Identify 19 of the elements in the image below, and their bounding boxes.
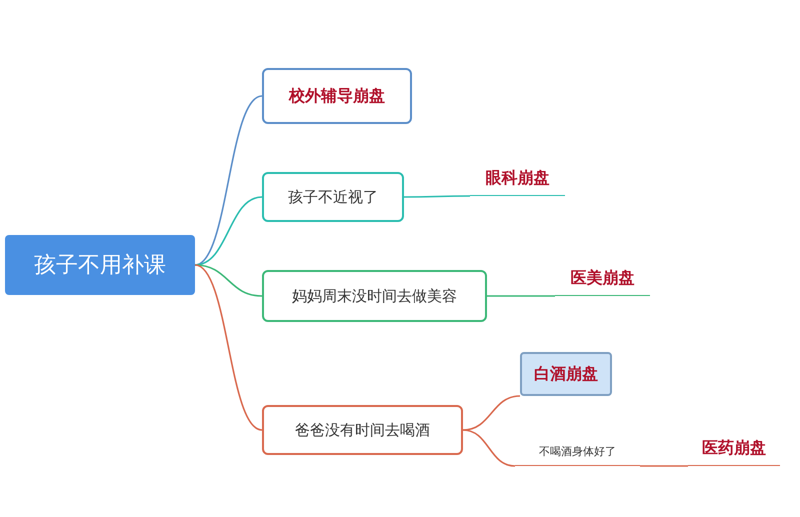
connector-line <box>462 429 516 467</box>
topic-box: 校外辅导崩盘 <box>262 68 412 124</box>
connector-line <box>194 196 262 266</box>
subtopic-text: 医药崩盘 <box>688 432 780 466</box>
subtopic-text: 眼科崩盘 <box>470 162 565 196</box>
connector-line <box>404 195 470 198</box>
topic-box: 爸爸没有时间去喝酒 <box>262 405 463 455</box>
subtopic-text: 不喝酒身体好了 <box>515 434 640 466</box>
connector-line <box>462 395 520 431</box>
connector-line <box>194 264 262 431</box>
subtopic-box: 白酒崩盘 <box>520 352 612 396</box>
connector-line <box>194 264 262 297</box>
connector-line <box>194 95 262 266</box>
topic-box: 孩子不近视了 <box>262 172 404 222</box>
topic-box: 妈妈周末没时间去做美容 <box>262 270 487 322</box>
connector-line <box>487 295 555 297</box>
subtopic-text: 医美崩盘 <box>555 262 650 296</box>
connector-line <box>640 465 688 467</box>
root-topic-box: 孩子不用补课 <box>5 235 195 295</box>
